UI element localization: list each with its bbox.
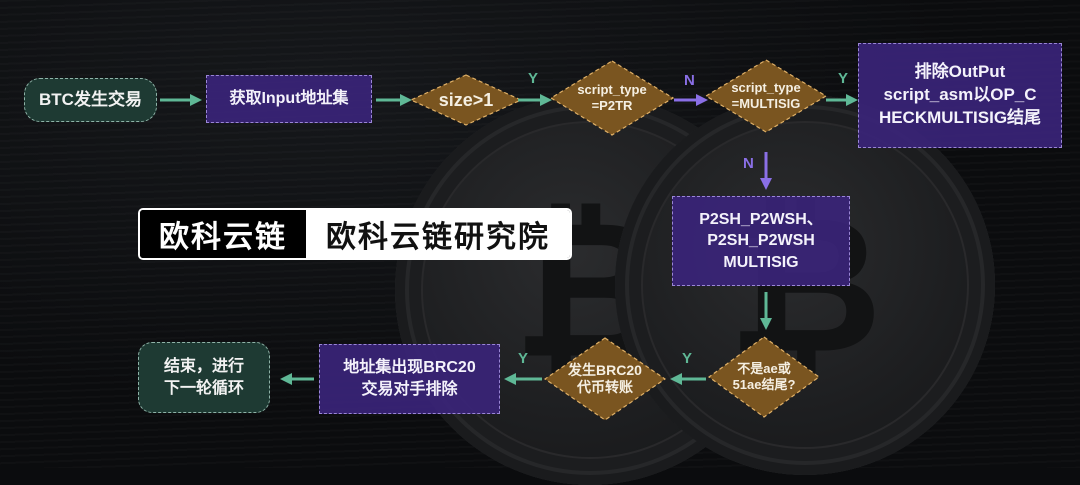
get-input-addresses-node: 获取Input地址集 — [206, 75, 372, 123]
multisig-yes-label: Y — [838, 70, 849, 87]
brc20-yes-label: Y — [518, 350, 529, 367]
brand-banner: 欧科云链 欧科云链研究院 — [138, 208, 572, 260]
suffix-yes-label: Y — [682, 350, 693, 367]
arrow-inputs-to-size — [376, 93, 412, 107]
p2sh-line3: MULTISIG — [723, 253, 799, 271]
arrow-start-to-inputs — [160, 93, 202, 107]
p2sh-multisig-node: P2SH_P2WSH、 P2SH_P2WSH MULTISIG — [672, 196, 850, 286]
brc20-check-line2: 代币转账 — [577, 379, 633, 395]
arrow-suffix-to-brc20 — [670, 372, 706, 386]
size-check-decision: size>1 — [410, 74, 522, 126]
arrow-exclude-to-end — [280, 372, 314, 386]
multisig-no-label: N — [743, 155, 754, 172]
exclude-output-node: 排除OutPut script_asm以OP_C HECKMULTISIG结尾 — [858, 43, 1062, 148]
exclude-output-line1: 排除OutPut — [914, 62, 1006, 82]
suffix-check-line2: 51ae结尾? — [732, 377, 796, 392]
p2tr-check-line2: =P2TR — [591, 98, 633, 113]
exclude-output-line3: HECKMULTISIG结尾 — [878, 107, 1042, 127]
arrow-p2sh-to-suffix — [759, 292, 773, 330]
end-line1: 结束，进行 — [163, 357, 244, 375]
arrow-brc20-to-exclude — [504, 372, 542, 386]
p2sh-line1: P2SH_P2WSH、 — [699, 210, 823, 228]
get-input-addresses-label: 获取Input地址集 — [229, 90, 349, 108]
start-node-label: BTC发生交易 — [39, 89, 142, 109]
brand-logo-text: 欧科云链 — [140, 210, 306, 258]
brc20-check-line1: 发生BRC20 — [568, 361, 642, 378]
p2tr-check-line1: script_type — [577, 81, 647, 97]
p2sh-line2: P2SH_P2WSH — [707, 232, 815, 250]
p2tr-no-label: N — [684, 72, 695, 89]
exclude-counterparty-node: 地址集出现BRC20 交易对手排除 — [319, 344, 500, 414]
suffix-check-line1: 不是ae或 — [737, 360, 791, 376]
exclude-output-line2: script_asm以OP_C — [883, 85, 1037, 105]
start-node: BTC发生交易 — [24, 78, 157, 122]
multisig-check-line2: =MULTISIG — [731, 96, 801, 111]
arrow-multisig-to-exclude — [826, 93, 858, 107]
arrow-size-to-p2tr — [518, 93, 552, 107]
end-node: 结束，进行 下一轮循环 — [138, 342, 270, 413]
size-yes-label: Y — [528, 70, 539, 87]
exclude-counterparty-line1: 地址集出现BRC20 — [343, 359, 476, 377]
multisig-check-line1: script_type — [731, 79, 801, 95]
brand-institute-name: 欧科云链研究院 — [306, 210, 570, 258]
exclude-counterparty-line2: 交易对手排除 — [361, 381, 458, 398]
multisig-check-decision: script_type =MULTISIG — [705, 59, 827, 133]
brc20-transfer-decision: 发生BRC20 代币转账 — [544, 337, 666, 421]
p2tr-check-decision: script_type =P2TR — [550, 60, 674, 136]
suffix-check-decision: 不是ae或 51ae结尾? — [708, 336, 820, 418]
arrow-p2tr-to-multisig — [674, 93, 708, 107]
arrow-multisig-to-p2sh — [759, 152, 773, 190]
end-line2: 下一轮循环 — [163, 379, 244, 397]
size-check-label: size>1 — [438, 89, 494, 110]
